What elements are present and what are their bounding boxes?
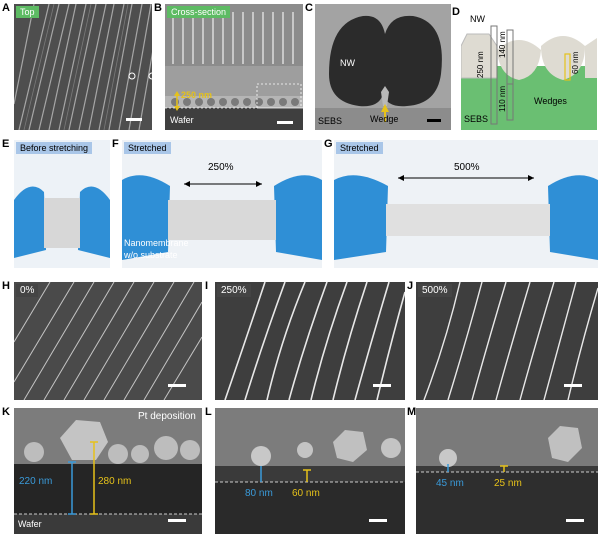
panel-label-d: D xyxy=(452,6,460,18)
nw-label-d: NW xyxy=(470,14,485,24)
scale-bar xyxy=(126,118,142,121)
panel-label-f: F xyxy=(112,138,119,150)
panel-d-schematic xyxy=(461,6,597,130)
m-height-2: 25 nm xyxy=(494,478,522,489)
scale-bar xyxy=(168,519,186,522)
tag-500pct: 500% xyxy=(418,284,452,297)
nanowire-lines xyxy=(14,4,152,130)
k-height-2: 280 nm xyxy=(98,476,132,487)
panel-c-tem xyxy=(315,4,451,130)
pt-deposition-label: Pt deposition xyxy=(138,411,196,422)
m-height-1: 45 nm xyxy=(436,478,464,489)
panel-label-b: B xyxy=(154,2,162,14)
panel-h-sem xyxy=(14,282,202,400)
tag-stretched-f: Stretched xyxy=(124,142,171,154)
k-height-1: 220 nm xyxy=(19,476,53,487)
scale-bar xyxy=(564,384,582,387)
tag-cross-section: Cross-section xyxy=(167,6,231,18)
panel-m-cross-section xyxy=(416,408,598,534)
sem-250-image xyxy=(224,282,405,400)
l-height-2: 60 nm xyxy=(292,488,320,499)
scale-bar xyxy=(427,119,441,122)
stretched-500-image xyxy=(334,140,598,268)
dim-60: 60 nm xyxy=(571,51,580,74)
wo-substrate-label: w/o substrate xyxy=(124,250,178,260)
panel-label-a: A xyxy=(2,2,10,14)
wedge-label: Wedge xyxy=(370,114,399,124)
panel-label-l: L xyxy=(205,406,212,418)
tag-before-stretching: Before stretching xyxy=(16,142,93,154)
strain-500: 500% xyxy=(454,162,480,173)
sebs-label: SEBS xyxy=(318,116,343,126)
dim-140: 140 nm xyxy=(498,31,507,58)
scale-bar xyxy=(369,519,387,522)
panel-label-c: C xyxy=(305,2,313,14)
tag-250pct: 250% xyxy=(217,284,251,297)
nanomembrane-label: Nanomembrane xyxy=(124,238,189,248)
sem-500-image xyxy=(423,282,598,400)
l-height-1: 80 nm xyxy=(245,488,273,499)
tem-image xyxy=(315,4,451,130)
tag-top: Top xyxy=(16,6,39,18)
stretched-250-image xyxy=(122,140,322,268)
sebs-label-d: SEBS xyxy=(464,114,489,124)
wafer-label: Wafer xyxy=(170,115,194,125)
l-image xyxy=(215,408,405,534)
panel-label-g: G xyxy=(324,138,333,150)
tag-stretched-g: Stretched xyxy=(336,142,383,154)
panel-e-photo xyxy=(14,140,110,268)
panel-g-photo xyxy=(334,140,598,268)
panel-f-photo xyxy=(122,140,322,268)
wedges-label: Wedges xyxy=(534,96,567,106)
panel-l-cross-section xyxy=(215,408,405,534)
panel-label-j: J xyxy=(407,280,414,292)
scale-bar xyxy=(566,519,584,522)
panel-b-cross-section xyxy=(165,4,303,130)
gloved-hands-image xyxy=(14,140,110,268)
cross-section-image xyxy=(165,4,303,130)
panel-a-sem-top xyxy=(14,4,152,130)
thickness-label: 250 nm xyxy=(181,90,213,100)
scale-bar xyxy=(373,384,391,387)
tag-0pct: 0% xyxy=(16,284,39,297)
schematic-diagram xyxy=(461,25,597,130)
sem-0-image xyxy=(14,282,202,400)
panel-label-i: I xyxy=(205,280,209,292)
m-image xyxy=(416,408,598,534)
k-wafer-label: Wafer xyxy=(18,519,42,529)
scale-bar xyxy=(168,384,186,387)
strain-250: 250% xyxy=(208,162,234,173)
dim-110: 110 nm xyxy=(498,85,507,112)
panel-label-e: E xyxy=(2,138,10,150)
panel-label-h: H xyxy=(2,280,10,292)
k-image xyxy=(14,408,202,534)
panel-i-sem xyxy=(215,282,405,400)
panel-label-m: M xyxy=(407,406,417,418)
panel-j-sem xyxy=(416,282,598,400)
scale-bar xyxy=(277,121,293,124)
dim-250: 250 nm xyxy=(476,51,485,78)
nw-label: NW xyxy=(340,58,355,68)
panel-k-cross-section xyxy=(14,408,202,534)
panel-label-k: K xyxy=(2,406,10,418)
